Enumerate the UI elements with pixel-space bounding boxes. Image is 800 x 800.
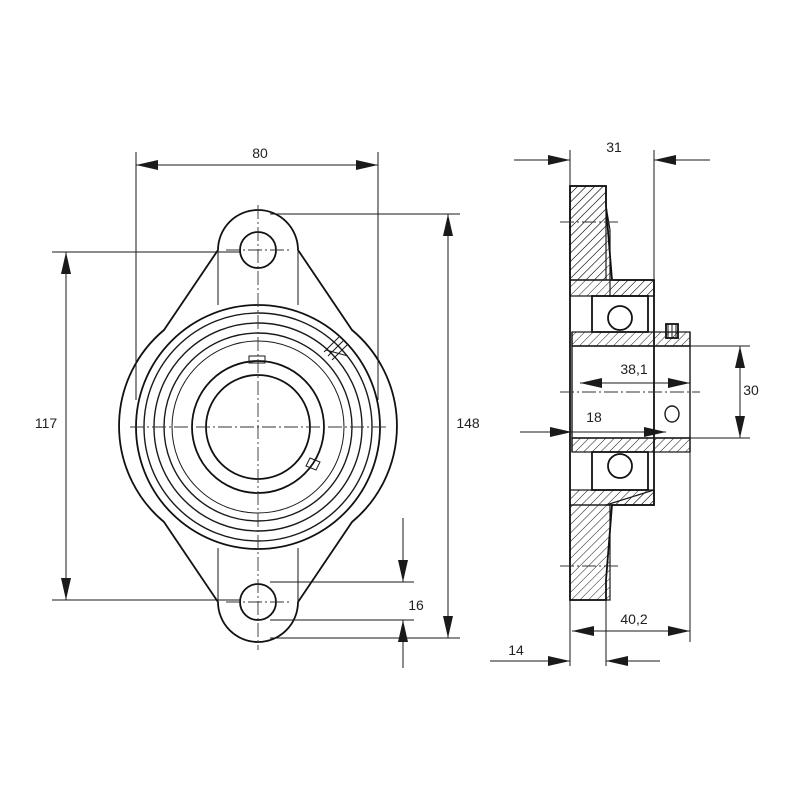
inner-ring-bottom	[571, 437, 691, 453]
side-view	[560, 185, 700, 601]
dim-40-2-label: 40,2	[620, 611, 647, 627]
dim-148-label: 148	[456, 415, 480, 431]
dim-80-label: 80	[252, 145, 268, 161]
dim-30-label: 30	[743, 382, 759, 398]
dim-14-label: 14	[508, 642, 524, 658]
dim-117-label: 117	[35, 415, 58, 431]
flange-lower-section	[569, 504, 611, 601]
lube-hole	[664, 405, 680, 423]
dim-18-label: 18	[586, 409, 602, 425]
ball-upper	[607, 305, 633, 331]
ball-lower	[607, 453, 633, 479]
dim-16-label: 16	[408, 597, 424, 613]
dim-31-label: 31	[606, 139, 622, 155]
side-dimensions: 31 38,1 30 18 40,2 14	[490, 139, 759, 666]
dim-38-1-label: 38,1	[620, 361, 647, 377]
front-dimensions: 80 117 148 16	[35, 145, 480, 668]
front-view	[118, 205, 398, 650]
